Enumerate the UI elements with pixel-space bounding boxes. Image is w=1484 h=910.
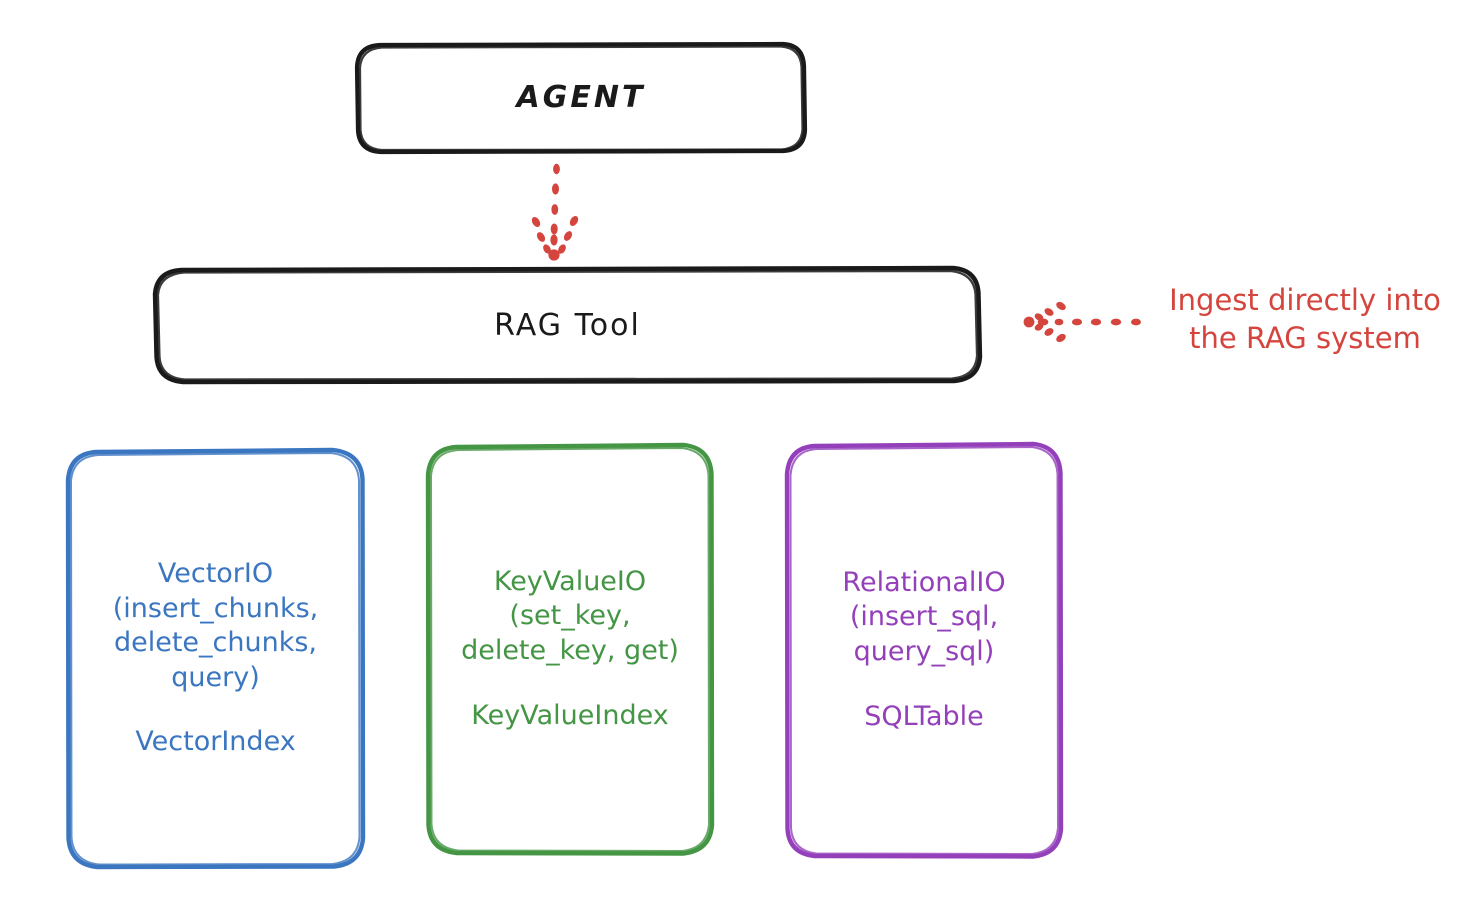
relational-io-box-shape (784, 441, 1064, 859)
agent-box-shape (354, 41, 808, 155)
vector-io-box-shape (65, 447, 366, 870)
key-value-io-box-shape (425, 442, 715, 856)
edge-ingest-to-rag-tool (1023, 301, 1141, 343)
edge-agent-to-rag-tool (531, 163, 579, 261)
rag-tool-box-shape (152, 265, 983, 385)
ingest-annotation-label: Ingest directly into the RAG system (1169, 283, 1441, 355)
